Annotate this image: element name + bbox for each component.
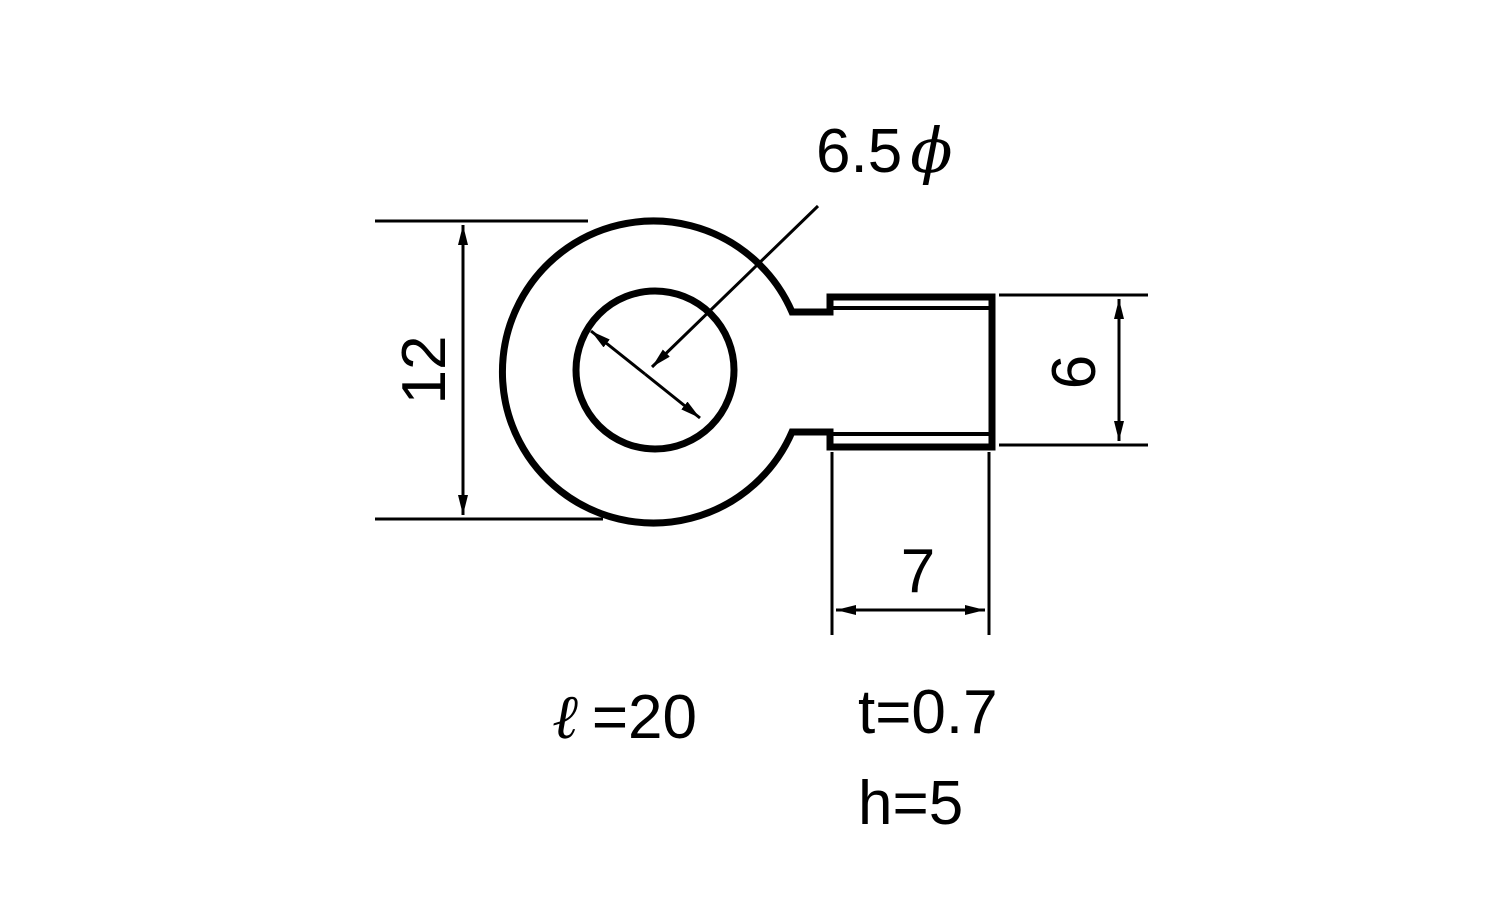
ring-outline — [499, 217, 996, 527]
hole-diameter-line-b — [644, 372, 701, 420]
outer-diameter-label: 12 — [390, 336, 459, 405]
length-value: =20 — [592, 683, 697, 752]
inner-hole — [572, 287, 738, 453]
length-spec: ℓ=20 — [552, 680, 697, 753]
diameter-symbol: ϕ — [910, 114, 952, 187]
thickness-spec: t=0.7 — [858, 678, 998, 747]
barrel-width-label: 6 — [1040, 355, 1109, 389]
barrel-length-label: 7 — [901, 537, 935, 606]
hole-diameter-line-a — [590, 329, 646, 376]
length-symbol: ℓ — [552, 680, 578, 753]
height-spec: h=5 — [858, 769, 963, 838]
hole-leader-line — [650, 204, 820, 369]
hole-diameter-value: 6.5 — [816, 117, 902, 186]
